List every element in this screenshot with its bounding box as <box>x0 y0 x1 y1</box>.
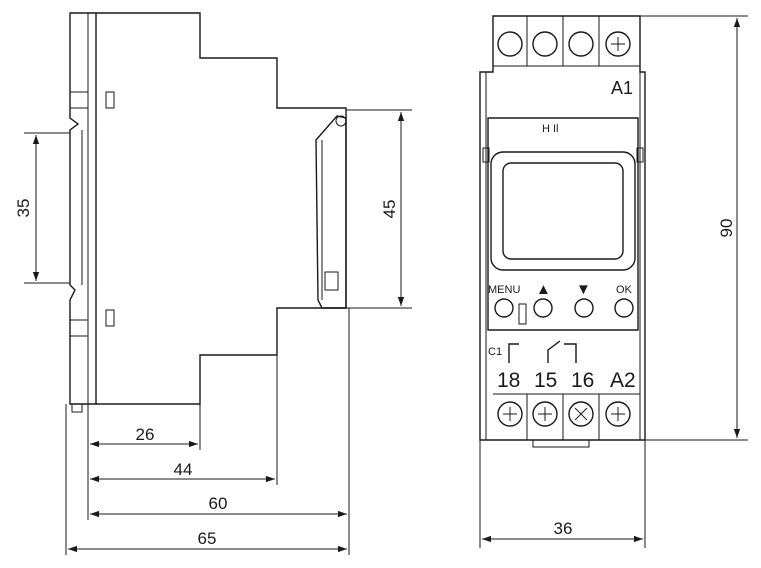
side-clip-pivot <box>335 115 347 127</box>
bottom-terminal-18 <box>497 401 523 427</box>
down-arrow-icon: ▼ <box>576 281 591 298</box>
top-terminal-3 <box>568 31 594 57</box>
contact-symbol <box>508 340 577 363</box>
dim-60-label: 60 <box>209 494 228 513</box>
side-slot-top <box>105 91 115 109</box>
side-slot-bottom <box>105 309 115 327</box>
menu-button[interactable] <box>494 298 514 318</box>
dim-65-label: 65 <box>198 529 217 548</box>
dim-35-label: 35 <box>14 199 33 218</box>
dim-44-label: 44 <box>174 460 193 479</box>
side-din-clip <box>315 115 347 309</box>
terminal-18-label: 18 <box>497 369 520 392</box>
menu-button-label: MENU <box>488 284 520 296</box>
side-body-outline <box>96 12 347 405</box>
bottom-terminal-15 <box>532 401 558 427</box>
bottom-clip-tab <box>532 440 590 448</box>
dim-36-label: 36 <box>554 519 573 538</box>
lcd-display-frame <box>490 151 636 271</box>
cover-mark: Н Ӏӏ <box>542 123 559 135</box>
dim-90-label: 90 <box>717 219 736 238</box>
up-arrow-icon: ▲ <box>536 281 551 298</box>
down-button[interactable] <box>574 298 594 318</box>
bottom-terminal-a2 <box>605 401 631 427</box>
label-c1: C1 <box>488 346 502 358</box>
side-view: 35 45 26 44 60 65 <box>14 12 412 555</box>
label-a1: A1 <box>611 78 633 98</box>
bottom-terminal-16 <box>568 401 594 427</box>
top-terminal-4 <box>605 31 631 57</box>
front-cover <box>487 117 639 331</box>
top-terminal-2 <box>532 31 558 57</box>
up-button[interactable] <box>533 298 553 318</box>
ok-button[interactable] <box>614 298 634 318</box>
lcd-screen <box>502 162 624 260</box>
dim-26-label: 26 <box>136 425 155 444</box>
terminal-15-label: 15 <box>534 369 557 392</box>
top-terminal-1 <box>497 31 523 57</box>
terminal-16-label: 16 <box>571 369 594 392</box>
label-a2: A2 <box>610 369 636 392</box>
side-front-plate <box>69 12 97 405</box>
dim-45-label: 45 <box>380 200 399 219</box>
ok-button-label: OK <box>616 284 633 296</box>
front-view: A1 Н Ӏӏ MENU ▲ ▼ OK C1 18 15 16 A2 <box>479 15 748 548</box>
indicator-slot <box>518 303 527 325</box>
